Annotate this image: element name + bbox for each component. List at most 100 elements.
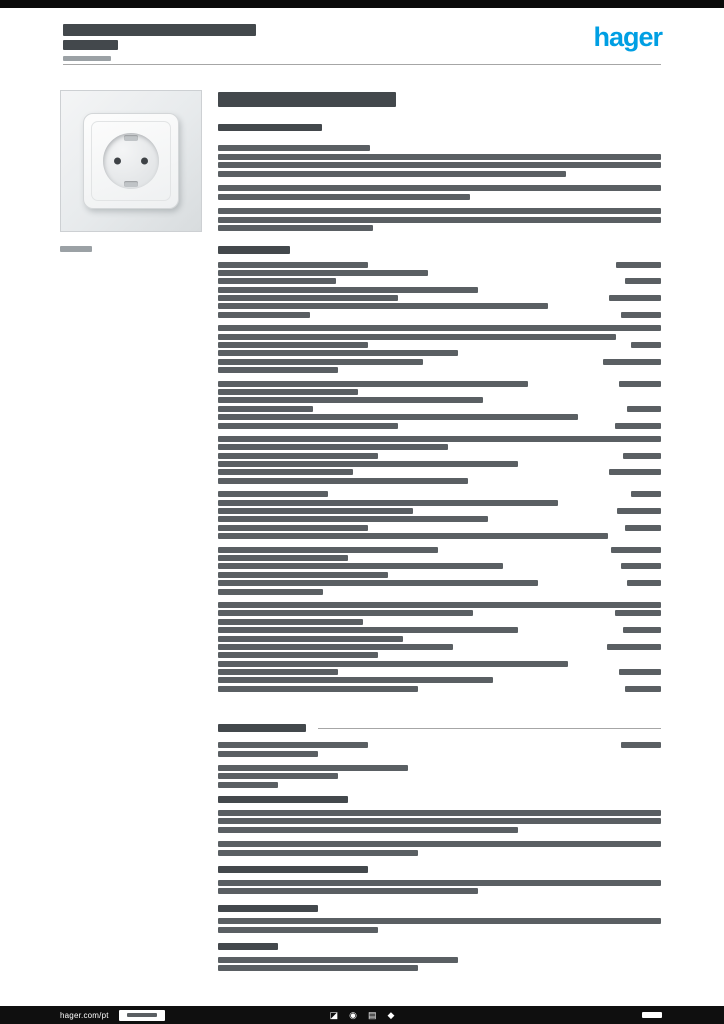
spec-row (218, 499, 661, 506)
spec-row (218, 380, 661, 387)
spec-row (218, 750, 661, 757)
spec-row (218, 295, 661, 302)
spec-row (218, 580, 661, 587)
redacted-text-bar (625, 278, 661, 285)
redacted-text-bar (218, 508, 413, 515)
redacted-text-bar (218, 380, 528, 387)
redacted-text-bar (607, 643, 661, 650)
redacted-text-bar (218, 422, 398, 429)
spec-row (218, 524, 661, 531)
redacted-text-bar (218, 342, 368, 349)
redacted-text-bar (218, 452, 378, 459)
redacted-text-bar (621, 563, 661, 570)
redacted-text-bar (218, 652, 378, 659)
section-heading (218, 245, 661, 254)
redacted-text-bar (218, 491, 328, 498)
redacted-text-bar (218, 533, 608, 540)
spec-row (218, 635, 661, 642)
spec-row (218, 533, 661, 540)
redacted-text-bar (218, 245, 290, 254)
socket-pin-hole (141, 157, 148, 165)
spec-row (218, 956, 661, 963)
redacted-text-bar (218, 123, 322, 131)
redacted-text-bar (218, 643, 453, 650)
redacted-text-bar (218, 879, 661, 886)
spec-row (218, 773, 661, 780)
spec-row (218, 652, 661, 659)
redacted-text-bar (625, 524, 661, 531)
redacted-text-bar (218, 367, 338, 374)
footer-website-link[interactable]: hager.com/pt (60, 1010, 109, 1020)
redacted-text-bar (623, 627, 661, 634)
redacted-text-bar (619, 380, 661, 387)
redacted-text-bar (218, 750, 318, 757)
redacted-text-bar (218, 208, 661, 214)
redacted-text-bar (218, 303, 548, 310)
redacted-text-bar (218, 405, 313, 412)
redacted-text-bar (218, 627, 518, 634)
redacted-text-bar (621, 311, 661, 318)
redacted-text-bar (63, 40, 118, 50)
spec-row (218, 452, 661, 459)
footer-icon: ◪ (329, 1009, 339, 1020)
socket-earth-clip (124, 135, 138, 141)
spec-row (218, 405, 661, 412)
redacted-text-bar (218, 278, 336, 285)
spec-row (218, 469, 661, 476)
redacted-text-bar (218, 469, 353, 476)
spec-row (218, 388, 661, 395)
redacted-text-bar (617, 508, 661, 515)
redacted-text-bar (218, 153, 661, 160)
redacted-text-bar (218, 269, 428, 276)
spec-row (218, 491, 661, 498)
redacted-text-bar (218, 414, 578, 421)
spec-row (218, 618, 661, 625)
spec-row (218, 677, 661, 684)
spec-row (218, 627, 661, 634)
spec-row (218, 516, 661, 523)
document-title-block (63, 24, 256, 61)
redacted-text-bar (218, 524, 368, 531)
redacted-text-bar (218, 193, 470, 200)
redacted-text-bar (631, 491, 661, 498)
redacted-text-bar (218, 724, 306, 733)
redacted-text-bar (218, 435, 661, 442)
redacted-text-bar (218, 388, 358, 395)
redacted-text-bar (218, 888, 478, 895)
spec-row (218, 555, 661, 561)
redacted-text-bar (218, 333, 616, 340)
spec-row (218, 311, 661, 318)
spec-row (218, 477, 661, 484)
redacted-text-bar (218, 956, 458, 963)
spec-row (218, 278, 661, 285)
redacted-text-bar (218, 358, 423, 365)
spec-row (218, 333, 661, 340)
spec-row (218, 261, 661, 268)
redacted-text-bar (621, 742, 661, 749)
top-border (0, 0, 724, 8)
redacted-text-bar (218, 841, 661, 848)
redacted-text-bar (218, 660, 568, 667)
redacted-text-bar (631, 342, 661, 349)
product-photo (60, 90, 202, 232)
redacted-text-bar (63, 24, 256, 36)
redacted-text-bar (609, 469, 661, 476)
spec-row (218, 588, 661, 595)
spec-row (218, 325, 661, 332)
hager-logo: hager (593, 22, 663, 52)
redacted-text-bar (218, 685, 418, 692)
redacted-text-bar (218, 610, 473, 617)
redacted-text-bar (218, 170, 566, 177)
spec-row (218, 563, 661, 570)
redacted-text-bar (218, 765, 408, 772)
spec-row (218, 685, 661, 692)
redacted-text-bar (218, 588, 323, 595)
redacted-text-bar (623, 452, 661, 459)
spec-row (218, 342, 661, 349)
spec-row (218, 601, 661, 608)
redacted-text-bar (218, 580, 538, 587)
redacted-text-bar (218, 397, 483, 404)
redacted-text-bar (611, 546, 661, 553)
redacted-text-bar (63, 56, 111, 61)
spec-row (218, 643, 661, 650)
